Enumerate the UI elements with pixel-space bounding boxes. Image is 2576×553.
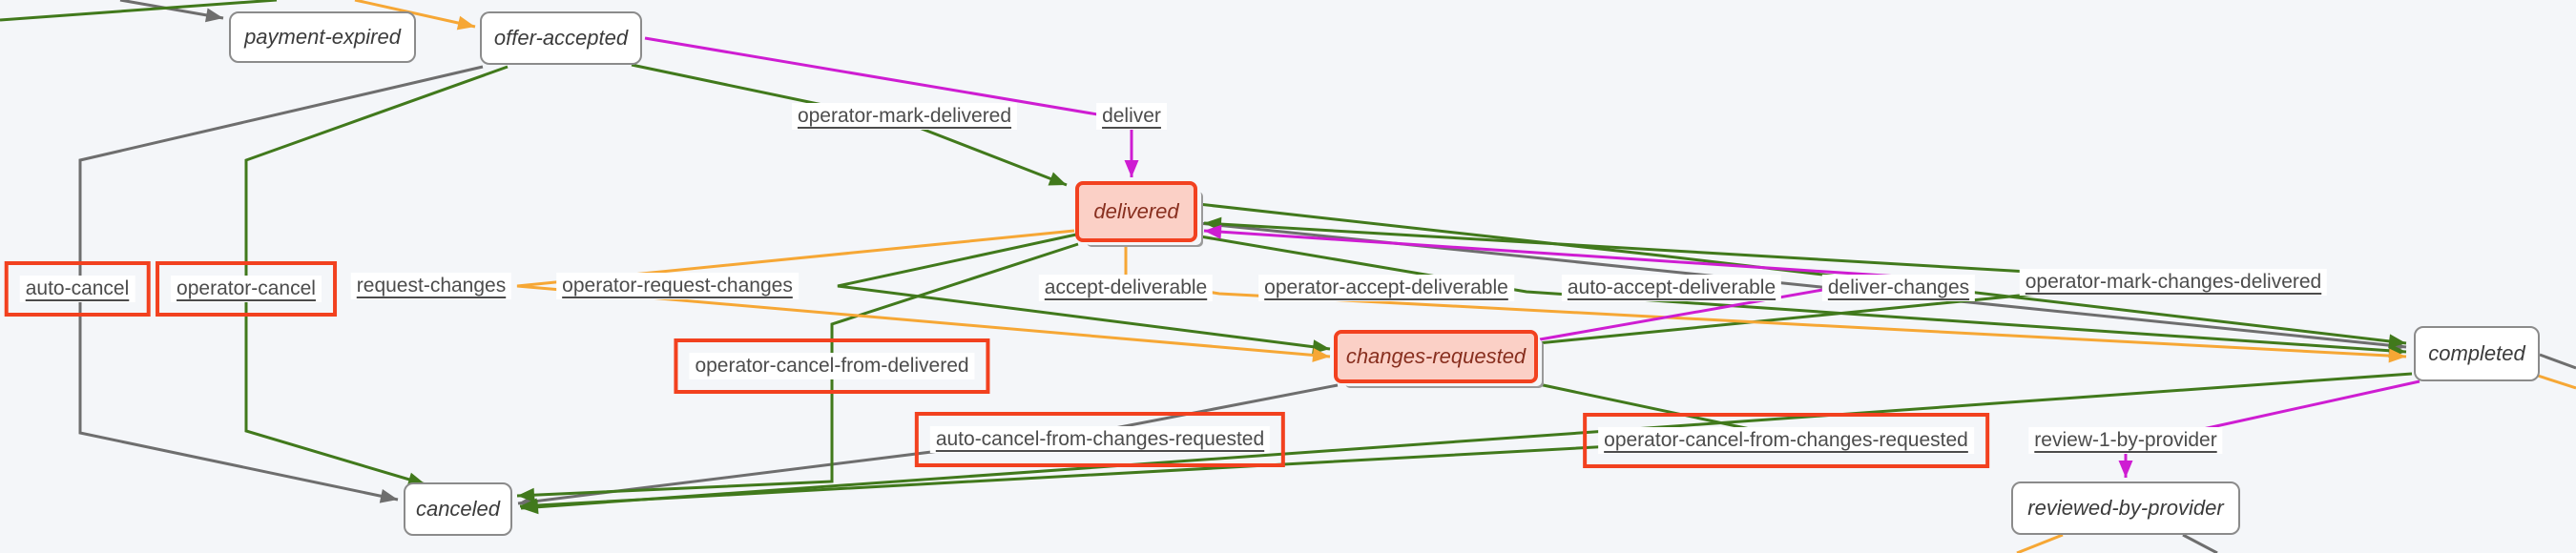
edge-label-text: operator-cancel-from-changes-requested — [1598, 427, 1974, 454]
edge-label-text: operator-mark-delivered — [791, 103, 1018, 130]
arrowhead-icon — [456, 15, 475, 31]
edge-label-review-1-by-provider[interactable]: review-1-by-provider — [2028, 427, 2223, 454]
edge-label-text: auto-cancel-from-changes-requested — [929, 426, 1271, 453]
edge-label-deliver-changes[interactable]: deliver-changes — [1821, 275, 1976, 301]
edge-label-text: operator-request-changes — [556, 273, 799, 299]
node-completed[interactable]: completed — [2414, 326, 2540, 381]
edge-label-auto-cancel[interactable]: auto-cancel — [4, 261, 151, 317]
node-label: payment-expired — [244, 25, 401, 49]
node-changes-requested[interactable]: changes-requested — [1334, 330, 1538, 383]
edge-green-9 — [837, 233, 1331, 351]
node-label: offer-accepted — [493, 26, 629, 50]
arrowhead-icon — [1312, 348, 1330, 362]
node-label: delivered — [1093, 199, 1179, 223]
edge-label-operator-request-changes[interactable]: operator-request-changes — [556, 273, 799, 299]
edge-label-text: operator-cancel — [171, 276, 322, 302]
edge-label-text: operator-accept-deliverable — [1258, 275, 1514, 301]
node-label: completed — [2428, 341, 2525, 365]
arrowhead-icon — [1048, 172, 1067, 186]
edge-label-auto-accept-deliverable[interactable]: auto-accept-deliverable — [1561, 275, 1782, 301]
edge-green-10 — [516, 242, 1079, 498]
edge-label-text: auto-accept-deliverable — [1561, 275, 1782, 301]
edge-orange-16 — [354, 0, 476, 29]
arrowhead-icon — [1124, 160, 1139, 177]
arrowhead-icon — [517, 487, 535, 502]
edge-label-text: operator-mark-changes-delivered — [2019, 269, 2328, 296]
edge-green-6 — [0, 0, 278, 22]
edge-label-text: deliver — [1096, 103, 1167, 130]
arrowhead-icon — [205, 8, 223, 23]
edge-label-operator-mark-changes-delivered[interactable]: operator-mark-changes-delivered — [2019, 269, 2328, 296]
edge-label-operator-accept-deliverable[interactable]: operator-accept-deliverable — [1258, 275, 1514, 301]
edge-green-13 — [1199, 235, 2407, 354]
edge-label-text: accept-deliverable — [1038, 275, 1214, 301]
edge-label-operator-cancel-from-delivered: operator-cancel-from-delivered — [674, 338, 990, 394]
arrowhead-icon — [379, 489, 398, 503]
edge-gray-4 — [2539, 353, 2576, 370]
node-offer-accepted[interactable]: offer-accepted — [480, 11, 642, 65]
node-label: reviewed-by-provider — [2027, 496, 2224, 520]
edge-green-15 — [520, 372, 2413, 510]
arrowhead-icon — [521, 500, 539, 515]
edge-orange-19 — [2537, 374, 2576, 390]
edge-label-request-changes[interactable]: request-changes — [350, 273, 512, 299]
arrowhead-icon — [2388, 348, 2406, 363]
edge-label-accept-deliverable[interactable]: accept-deliverable — [1038, 275, 1214, 301]
node-canceled[interactable]: canceled — [404, 482, 512, 536]
edge-orange-20 — [2016, 533, 2064, 553]
edge-gray-5 — [2182, 533, 2218, 553]
edge-label-operator-mark-delivered[interactable]: operator-mark-delivered — [791, 103, 1018, 130]
arrowhead-icon — [2388, 334, 2406, 349]
edge-label-text: deliver-changes — [1821, 275, 1976, 301]
edge-label-operator-cancel-from-changes-requested[interactable]: operator-cancel-from-changes-requested — [1583, 413, 1989, 468]
node-label: canceled — [415, 497, 501, 521]
arrowhead-icon — [1204, 224, 1222, 239]
node-payment-expired[interactable]: payment-expired — [229, 11, 416, 63]
edge-green-14 — [1197, 202, 2407, 345]
node-label: changes-requested — [1345, 344, 1527, 368]
edge-label-text: operator-cancel-from-delivered — [689, 353, 975, 379]
node-delivered[interactable]: delivered — [1075, 181, 1197, 242]
edge-label-text: review-1-by-provider — [2028, 427, 2223, 454]
edge-gray-0 — [119, 0, 224, 20]
edge-label-text: auto-cancel — [19, 276, 135, 302]
node-reviewed-by-provider[interactable]: reviewed-by-provider — [2011, 481, 2240, 535]
edge-label-auto-cancel-from-changes-requested[interactable]: auto-cancel-from-changes-requested — [914, 412, 1286, 467]
arrowhead-icon — [2118, 461, 2133, 478]
edge-label-text: request-changes — [350, 273, 512, 299]
edge-label-operator-cancel[interactable]: operator-cancel — [156, 261, 337, 317]
edge-label-deliver[interactable]: deliver — [1096, 103, 1167, 130]
edge-orange-17 — [516, 229, 1331, 358]
